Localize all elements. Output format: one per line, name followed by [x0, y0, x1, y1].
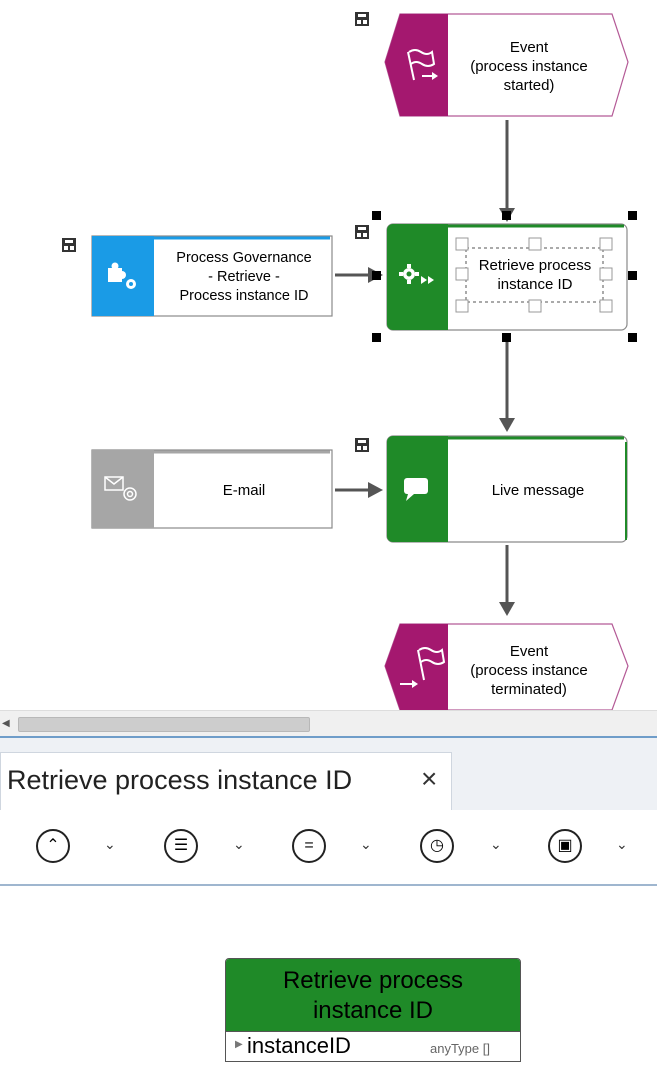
editor-toolbar: ⌃ ⌄ ☰ ⌄ = ⌄ ◷ ⌄ ▣ ⌄: [0, 810, 657, 884]
service-input-shape[interactable]: [91, 235, 333, 317]
assignment-icon-service: [62, 238, 76, 252]
service-puzzle-icon: [108, 262, 136, 289]
function-definition-separator: [226, 1031, 520, 1032]
selection-handles[interactable]: [372, 211, 637, 342]
event-end-flag-icon: [400, 647, 446, 688]
clock-circle-icon[interactable]: ◷: [420, 829, 454, 863]
scroll-left-arrow-icon[interactable]: ◀: [2, 718, 10, 729]
event-start-flag-icon: [407, 49, 438, 81]
chevron-down-icon[interactable]: ⌄: [233, 836, 245, 852]
up-circle-icon[interactable]: ⌃: [36, 829, 70, 863]
expand-arrow-icon[interactable]: ▶: [235, 1039, 243, 1050]
function-live-label: Live message: [491, 481, 585, 499]
function-definition-box[interactable]: Retrieve process instance ID ▶ instanceI…: [225, 958, 521, 1062]
function-definition-header: [226, 959, 520, 1031]
chevron-down-icon[interactable]: ⌄: [360, 836, 372, 852]
assignment-icon-live: [355, 438, 369, 452]
list-circle-icon[interactable]: ☰: [164, 829, 198, 863]
event-end-shape[interactable]: [384, 623, 629, 710]
equals-circle-icon[interactable]: =: [292, 829, 326, 863]
panel-divider: [0, 736, 657, 738]
param-name[interactable]: instanceID: [247, 1033, 351, 1058]
process-diagram: [62, 12, 637, 710]
chevron-down-icon[interactable]: ⌄: [104, 836, 116, 852]
document-circle-icon[interactable]: ▣: [548, 829, 582, 863]
tab-retrieve-process-instance-id[interactable]: Retrieve process instance ID ×: [0, 752, 452, 810]
function-retrieve-shape[interactable]: [386, 223, 628, 331]
service-input-label: Process Governance - Retrieve - Process …: [176, 249, 312, 304]
function-retrieve-label: Retrieve process instance ID: [478, 257, 592, 293]
assignment-icon-retrieve: [355, 225, 369, 239]
function-definition-title: Retrieve process instance ID: [282, 967, 464, 1024]
email-input-shape[interactable]: [91, 449, 333, 529]
event-end-label: Event (process instance terminated): [470, 642, 588, 698]
email-input-label: E-mail: [222, 481, 266, 499]
gear-run-icon: [399, 264, 434, 284]
assignment-icons[interactable]: [62, 12, 369, 452]
chevron-down-icon[interactable]: ⌄: [616, 836, 628, 852]
email-at-icon: [104, 476, 137, 501]
scrollbar-thumb[interactable]: [18, 717, 310, 732]
tab-close-icon[interactable]: ×: [421, 763, 438, 794]
chevron-down-icon[interactable]: ⌄: [490, 836, 502, 852]
event-start-shape[interactable]: [384, 13, 629, 117]
event-start-label: Event (process instance started): [470, 38, 588, 94]
assignment-icon-start: [355, 12, 369, 26]
toolbar-divider: [0, 884, 657, 886]
param-type: anyType []: [430, 1041, 490, 1056]
chat-bubble-icon: [404, 478, 428, 501]
horizontal-scrollbar[interactable]: ◀: [0, 710, 657, 737]
tab-title: Retrieve process instance ID: [7, 765, 353, 795]
function-live-shape[interactable]: [386, 435, 628, 543]
